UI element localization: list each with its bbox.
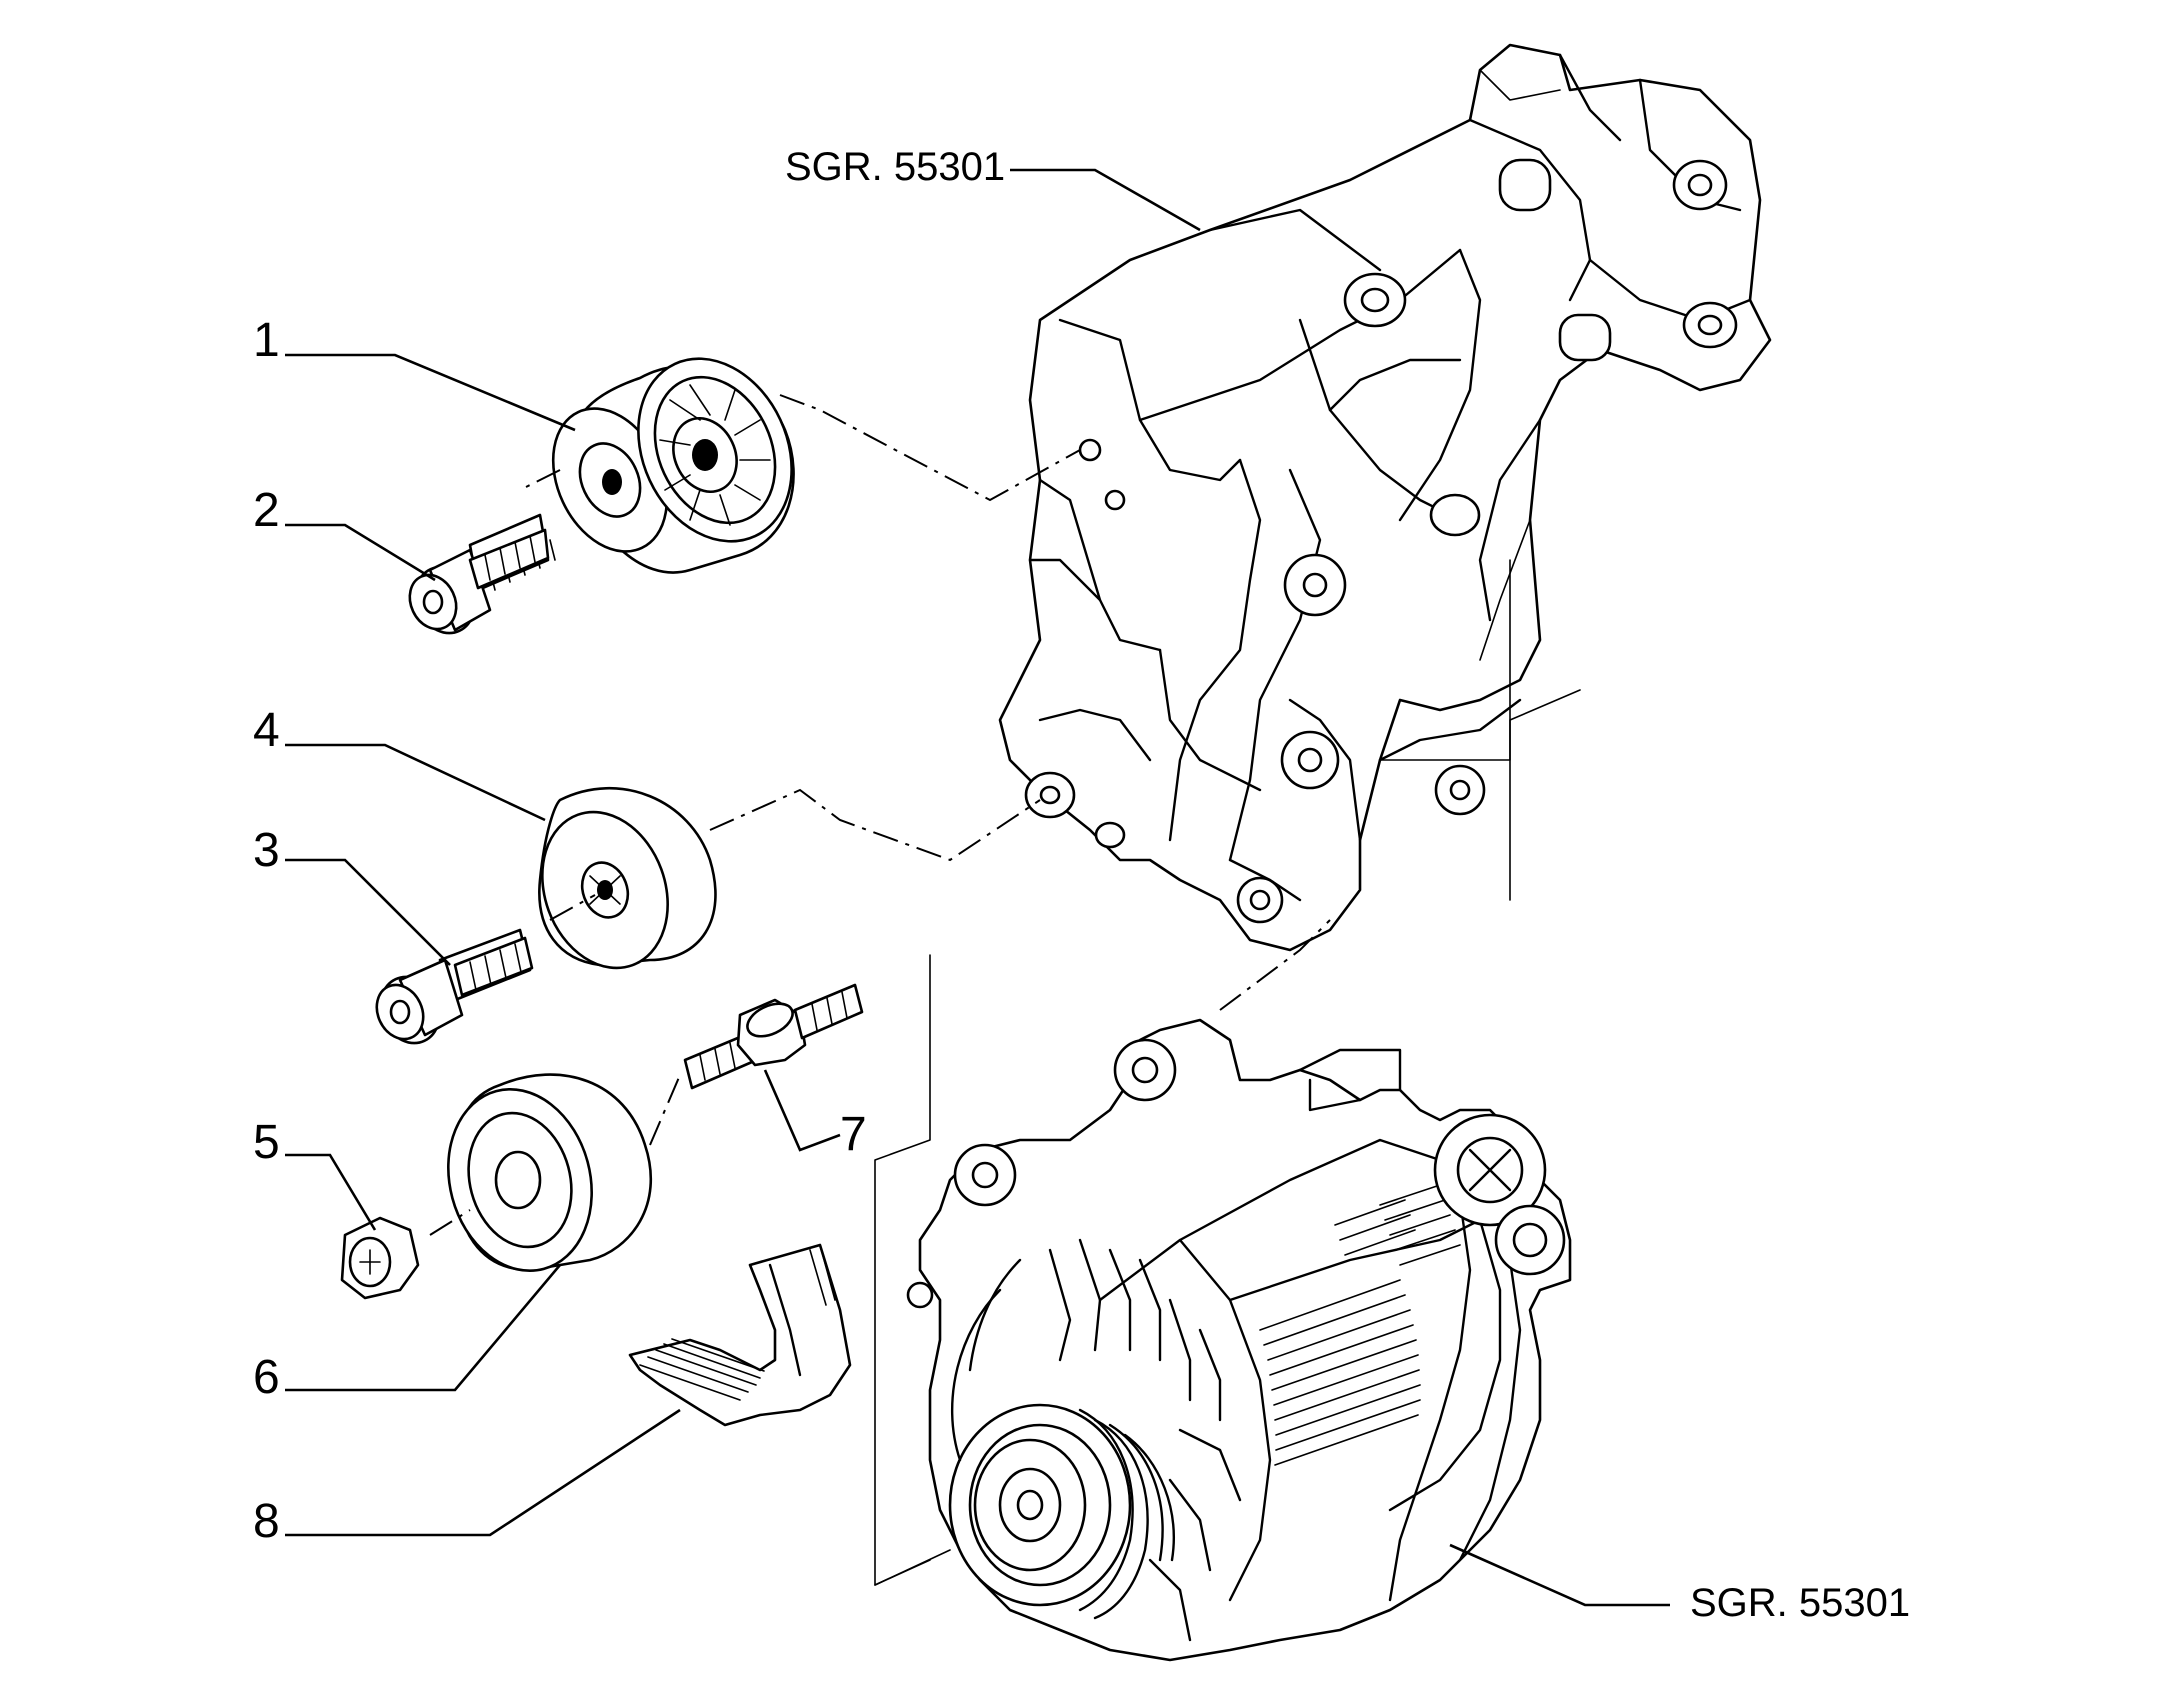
bracket-reference-label: SGR. 55301 bbox=[785, 145, 1005, 189]
callout-6: 6 bbox=[253, 1351, 280, 1404]
part-4-idler-pulley bbox=[538, 786, 717, 970]
part-5-nut bbox=[340, 1216, 420, 1300]
callout-labels: 1 2 4 3 5 7 6 8 SGR. 55301 SGR. 55301 bbox=[253, 145, 1910, 1625]
part-7-stud bbox=[683, 983, 864, 1090]
part-6-pulley bbox=[447, 1073, 652, 1272]
callout-leaders bbox=[285, 168, 1670, 1607]
callout-1: 1 bbox=[253, 314, 280, 367]
alternator bbox=[906, 1018, 1572, 1662]
part-1-tensioner-pulley bbox=[551, 357, 795, 574]
callout-2: 2 bbox=[253, 484, 280, 537]
part-8-ribbed-belt bbox=[628, 1243, 852, 1427]
callout-4: 4 bbox=[253, 704, 280, 757]
callout-7: 7 bbox=[840, 1108, 867, 1161]
alternator-mounting-bracket bbox=[998, 43, 1772, 952]
callout-5: 5 bbox=[253, 1116, 280, 1169]
callout-8: 8 bbox=[253, 1495, 280, 1548]
assembly-centerlines bbox=[429, 394, 1581, 1586]
callout-3: 3 bbox=[253, 824, 280, 877]
part-3-cap-screw bbox=[375, 928, 534, 1045]
part-2-cap-screw bbox=[408, 513, 556, 635]
alternator-reference-label: SGR. 55301 bbox=[1690, 1581, 1910, 1625]
